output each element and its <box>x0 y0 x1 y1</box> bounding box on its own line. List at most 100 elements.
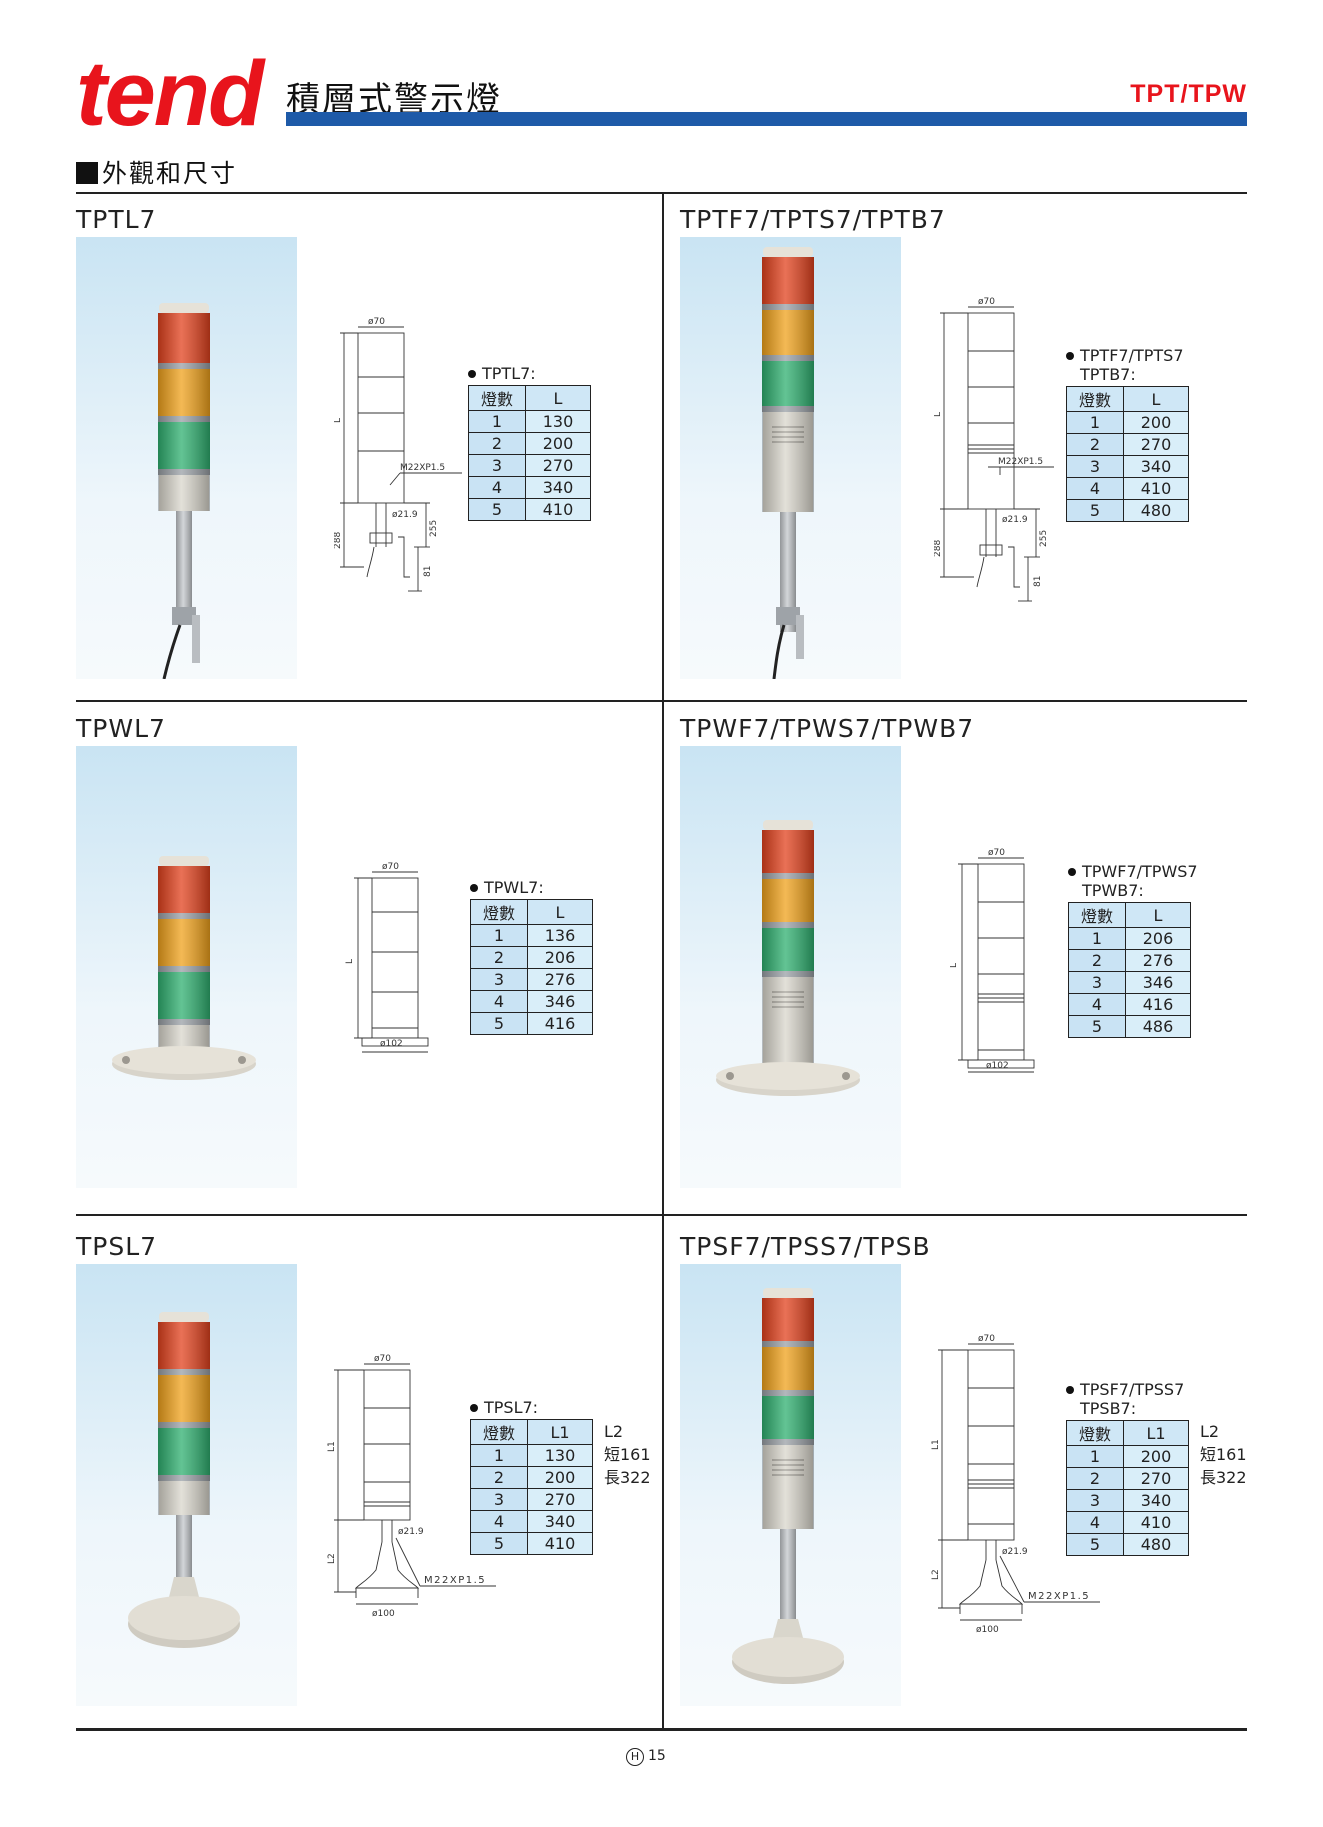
table-cell: 270 <box>525 454 591 477</box>
table-cell: 410 <box>527 1532 593 1555</box>
col-count-header: 燈數 <box>468 385 526 411</box>
product-photo <box>76 1264 297 1706</box>
cell-title: TPTL7 <box>76 205 157 234</box>
dim-bracket-height: 81 <box>1033 576 1043 587</box>
table-cell: 340 <box>525 476 591 499</box>
cell-title: TPSL7 <box>76 1232 158 1261</box>
dim-pole-diameter: ø21.9 <box>398 1527 424 1537</box>
table-cell: 2 <box>470 946 528 969</box>
l2-long: 長322 <box>604 1468 651 1487</box>
table-cell: 4 <box>1068 993 1126 1016</box>
spec-title: TPTL7: <box>468 364 591 383</box>
dim-base-diameter: ø102 <box>380 1039 403 1049</box>
table-cell: 130 <box>525 410 591 433</box>
col-count-header: 燈數 <box>1066 1420 1124 1446</box>
dimension-diagram: ø70 L ø102 <box>950 846 1060 1076</box>
col-count-header: 燈數 <box>1066 386 1124 412</box>
table-cell: 1 <box>1066 1445 1124 1468</box>
bullet-icon <box>1066 1386 1074 1394</box>
brand-logo: tend <box>76 43 264 145</box>
series-code: TPT/TPW <box>1130 80 1247 108</box>
cell-title: TPTF7/TPTS7/TPTB7 <box>680 205 946 234</box>
col-count-header: 燈數 <box>470 899 528 925</box>
cell-title: TPSF7/TPSS7/TPSB <box>680 1232 931 1261</box>
table-cell: 200 <box>525 432 591 455</box>
table-cell: 340 <box>1123 455 1189 478</box>
dim-total-height: 288 <box>334 532 343 549</box>
table-cell: 416 <box>527 1012 593 1035</box>
l2-column: L2 短161 長322 <box>1200 1420 1247 1489</box>
l2-short: 短161 <box>604 1445 651 1464</box>
table-cell: 480 <box>1123 499 1189 522</box>
bullet-icon <box>1066 352 1074 360</box>
table-cell: 270 <box>1123 433 1189 456</box>
table-cell: 2 <box>1066 1467 1124 1490</box>
dim-total-height: 288 <box>934 540 943 557</box>
table-cell: 1 <box>1068 927 1126 950</box>
table-cell: 1 <box>470 924 528 947</box>
table-cell: 2 <box>1066 433 1124 456</box>
dim-thread: M22XP1.5 <box>424 1575 486 1586</box>
table-cell: 416 <box>1125 993 1191 1016</box>
square-bullet-icon <box>76 162 98 184</box>
dim-pole-diameter: ø21.9 <box>1002 1547 1028 1557</box>
table-cell: 4 <box>468 476 526 499</box>
spec-title-line2: TPWB7: <box>1082 881 1144 900</box>
table-cell: 200 <box>1123 411 1189 434</box>
grid-rule-row2 <box>76 1214 1247 1216</box>
spec-title-text: TPWL7: <box>484 878 544 897</box>
cell-title: TPWF7/TPWS7/TPWB7 <box>680 714 975 743</box>
table-cell: 4 <box>1066 1511 1124 1534</box>
dim-thread: M22XP1.5 <box>998 457 1043 467</box>
dim-length-l2: L2 <box>931 1569 941 1580</box>
dim-pole-height: 255 <box>429 520 439 537</box>
table-cell: 1 <box>468 410 526 433</box>
table-cell: 4 <box>470 1510 528 1533</box>
spec-title: TPWL7: <box>470 878 593 897</box>
table-cell: 3 <box>470 1488 528 1511</box>
page-number: 15 <box>648 1748 666 1764</box>
grid-rule-bottom <box>76 1728 1247 1731</box>
table-cell: 1 <box>1066 411 1124 434</box>
product-photo <box>680 237 901 679</box>
table-cell: 3 <box>1066 1489 1124 1512</box>
cell-title: TPWL7 <box>76 714 166 743</box>
dim-base-diameter: ø102 <box>986 1061 1009 1071</box>
dimension-diagram: ø70 L1 L2 ø21.9 M22XP1.5 ø100 <box>930 1330 1110 1650</box>
bullet-icon <box>470 1404 478 1412</box>
table-cell: 276 <box>527 968 593 991</box>
table-cell: 136 <box>527 924 593 947</box>
spec-title-line2: TPSB7: <box>1080 1399 1137 1418</box>
l2-header: L2 <box>604 1422 624 1441</box>
spec-title-text: TPTL7: <box>482 364 536 383</box>
dim-bracket-height: 81 <box>423 566 433 577</box>
spec-title-text: TPSF7/TPSS7 <box>1080 1380 1185 1399</box>
col-count-header: 燈數 <box>1068 902 1126 928</box>
section-label: 外觀和尺寸 <box>76 154 237 190</box>
spec-title: TPTF7/TPTS7 <box>1066 346 1189 365</box>
h-circle-icon: H <box>626 1748 644 1766</box>
